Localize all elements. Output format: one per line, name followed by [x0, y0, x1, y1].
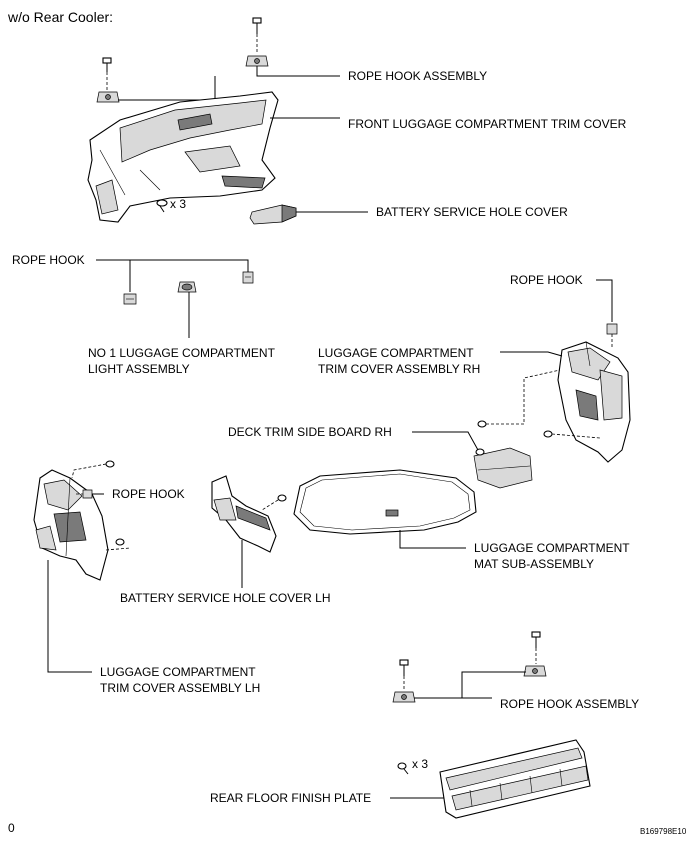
- label-rope-hook-right: ROPE HOOK: [510, 273, 583, 287]
- battery-service-hole-cover: [249, 204, 297, 225]
- label-light-assembly-line1: NO 1 LUGGAGE COMPARTMENT: [88, 346, 276, 360]
- label-trim-cover-lh-line2: TRIM COVER ASSEMBLY LH: [100, 681, 260, 695]
- rope-hook-icon: [82, 489, 93, 499]
- label-light-assembly-line2: LIGHT ASSEMBLY: [88, 362, 190, 376]
- rope-hook-assembly-top: [96, 17, 340, 103]
- label-trim-cover-rh-line1: LUGGAGE COMPARTMENT: [318, 346, 474, 360]
- label-rope-hook-mid: ROPE HOOK: [112, 487, 185, 501]
- diagram-header: w/o Rear Cooler:: [7, 9, 113, 25]
- clip-icon: [105, 460, 115, 468]
- label-rope-hook-assembly-top: ROPE HOOK ASSEMBLY: [348, 69, 487, 83]
- label-qty-x3-top: x 3: [170, 197, 186, 211]
- bolt-icon: [102, 57, 112, 72]
- rope-hook-assembly-bottom: [392, 631, 547, 703]
- bolt-icon: [252, 17, 262, 34]
- clip-icon: [156, 199, 168, 213]
- luggage-compartment-trim-cover-rh: [557, 341, 631, 463]
- front-luggage-compartment-trim-cover: [87, 91, 279, 223]
- clip-icon: [543, 430, 553, 438]
- clip-icon: [477, 420, 487, 428]
- clip-icon: [115, 538, 125, 546]
- corner-mark: 0: [8, 821, 15, 835]
- label-battery-hole-cover-lh: BATTERY SERVICE HOLE COVER LH: [120, 591, 331, 605]
- label-rope-hook-left: ROPE HOOK: [12, 253, 85, 267]
- deck-trim-side-board-rh: [473, 447, 533, 489]
- clip-icon: [475, 448, 485, 456]
- clip-icon: [397, 762, 409, 775]
- label-rope-hook-assembly-bottom: ROPE HOOK ASSEMBLY: [500, 697, 639, 711]
- battery-service-hole-cover-lh: [211, 475, 277, 553]
- bolt-icon: [399, 659, 409, 676]
- luggage-compartment-light-icon: [177, 281, 197, 293]
- label-trim-cover-lh-line1: LUGGAGE COMPARTMENT: [100, 665, 256, 679]
- clip-icon: [277, 494, 287, 502]
- bolt-icon: [531, 631, 541, 648]
- label-mat-line1: LUGGAGE COMPARTMENT: [474, 541, 630, 555]
- rope-hook-icon: [242, 271, 254, 284]
- label-deck-trim-side-board: DECK TRIM SIDE BOARD RH: [228, 425, 392, 439]
- label-rear-floor-finish-plate: REAR FLOOR FINISH PLATE: [210, 791, 371, 805]
- rope-hook-icon: [123, 293, 137, 305]
- rope-hook-icon: [606, 323, 618, 335]
- rear-floor-finish-plate: [439, 739, 591, 819]
- mat-hook-icon: [385, 509, 399, 517]
- figure-code: B169798E10: [640, 827, 687, 836]
- label-battery-service-hole-cover: BATTERY SERVICE HOLE COVER: [376, 205, 568, 219]
- label-qty-x3-bottom: x 3: [412, 757, 428, 771]
- luggage-compartment-mat: [293, 469, 477, 535]
- label-mat-line2: MAT SUB-ASSEMBLY: [474, 557, 594, 571]
- luggage-compartment-trim-cover-lh: [33, 469, 109, 581]
- label-trim-cover-rh-line2: TRIM COVER ASSEMBLY RH: [318, 362, 480, 376]
- label-front-luggage-compartment-trim-cover: FRONT LUGGAGE COMPARTMENT TRIM COVER: [348, 117, 627, 131]
